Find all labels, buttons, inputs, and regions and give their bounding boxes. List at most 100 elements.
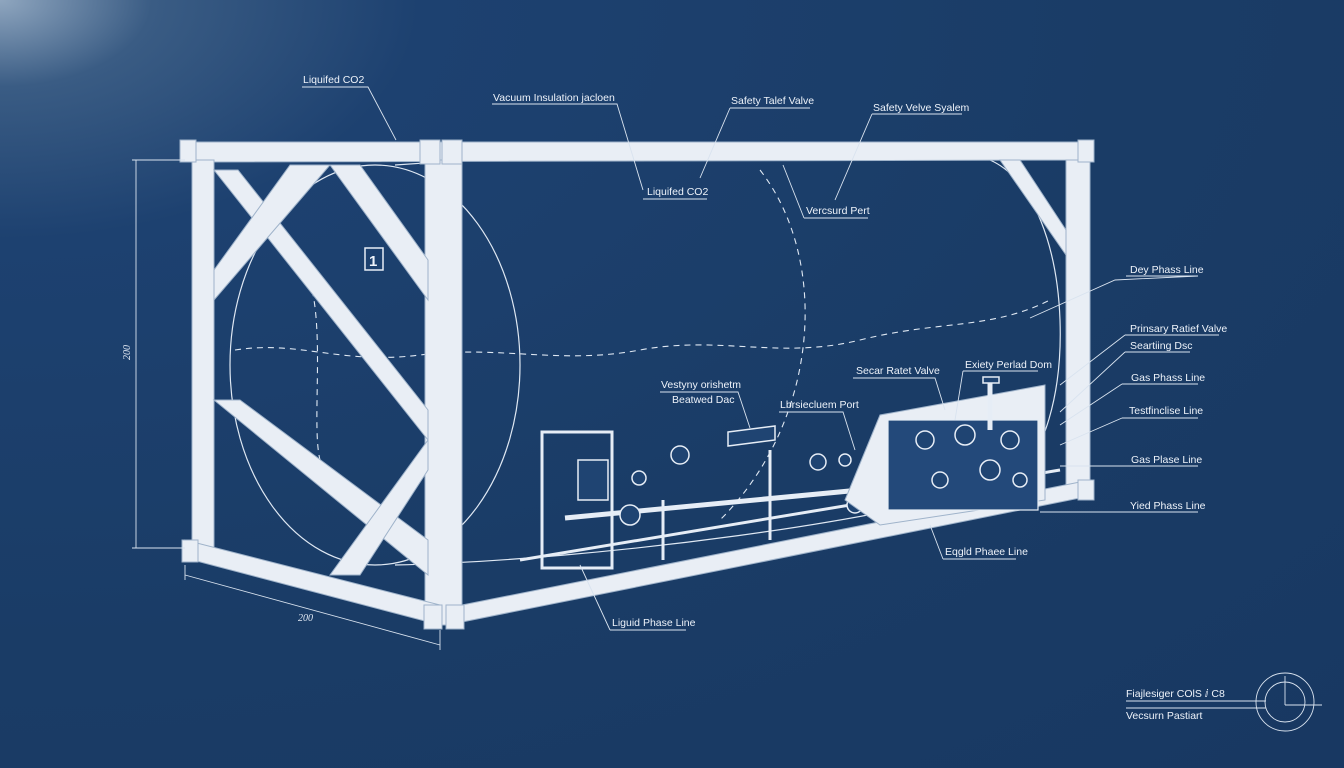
drawing-stroke [660, 391, 751, 429]
callout-vacuum-port-top: Vercsurd Pert [782, 164, 870, 219]
drawing-stroke [419, 139, 441, 165]
drawing-stroke [1059, 417, 1198, 446]
label-text: Seartiing Dsc [1130, 340, 1192, 352]
drawing-stroke [179, 139, 197, 163]
label-text: Lbrsiecluem Port [780, 399, 859, 411]
drawing-stroke [577, 459, 609, 501]
valve-icon [838, 453, 852, 467]
dimension-height: 200 [122, 159, 185, 549]
drawing-stroke [184, 141, 1093, 163]
label-text: 200 [122, 345, 133, 360]
drawing-stroke [329, 438, 429, 576]
label-text: Vecsurn Pastiart [1126, 710, 1203, 722]
callout-liquid-phase-line-bottom: Liguid Phase Line [579, 564, 696, 631]
drawing-stroke [1059, 383, 1198, 426]
drawing-stroke [699, 107, 810, 179]
callout-yield-phase-line: Yied Phass Line [1040, 500, 1206, 513]
drawing-stroke [1059, 334, 1219, 386]
drawing-stroke [1255, 672, 1315, 732]
label-text: Safety Velve Syalem [873, 102, 970, 114]
drawing-stroke [424, 159, 463, 626]
drawing-stroke [441, 139, 463, 165]
drawing-stroke [931, 471, 949, 489]
label-text: Gas Phass Line [1131, 372, 1205, 384]
drawing-stroke [445, 604, 465, 630]
drawing-stroke [540, 430, 614, 570]
drawing-stroke [564, 487, 861, 521]
drawing-stroke [853, 377, 946, 411]
label-text: Safety Talef Valve [731, 95, 814, 107]
bursting-disc [727, 425, 776, 447]
label-text: Dey Phass Line [1130, 264, 1204, 276]
callout-vacuum-port-mid: Lbrsiecluem Port [779, 399, 859, 451]
callout-dry-phase-line: Dey Phass Line [1029, 264, 1204, 319]
callout-vacuum-jacket: Vacuum Insulation jacloen [492, 92, 644, 191]
tank-frame [179, 139, 1095, 630]
drawing-stroke [915, 430, 935, 450]
drawing-stroke [979, 459, 1001, 481]
drawing-stroke [954, 424, 976, 446]
drawing-stroke [364, 247, 384, 271]
label-text: Prinsary Ratief Valve [1130, 323, 1227, 335]
callout-liquid-phase-line-right: Eqgld Phaee Line [929, 524, 1028, 560]
label-text: Liquifed CO2 [647, 186, 708, 198]
drawing-stroke [184, 574, 441, 646]
drawing-stroke [999, 159, 1067, 257]
drawing-stroke [719, 169, 806, 521]
drawing-stroke [492, 103, 644, 191]
tag-marker: 1 [364, 247, 384, 271]
label-text: Fiajlesiger COlS ⅈ C8 [1126, 688, 1225, 700]
drawing-stroke [229, 164, 521, 566]
callouts: Liquifed CO2 Vacuum Insulation jacloen L… [302, 74, 1227, 631]
drawing-stroke [1012, 472, 1028, 488]
label-text: Vacuum Insulation jacloen [493, 92, 615, 104]
drawing-stroke [579, 564, 686, 631]
label-text: Liguid Phase Line [612, 617, 696, 629]
label-text: Exiety Perlad Dom [965, 359, 1052, 371]
drawing-stroke [191, 159, 215, 549]
callout-gas-phase-line-2: Gas Plase Line [1060, 454, 1202, 467]
label-text: Vercsurd Pert [806, 205, 870, 217]
drawing-stroke [619, 504, 641, 526]
drawing-stroke [954, 370, 1038, 421]
label-text: Vestyny orishetm [661, 379, 741, 391]
piping-assembly [519, 376, 1061, 570]
label-text: 1 [369, 253, 377, 270]
callout-primary-relief-valve: Prinsary Ratief Valve [1059, 323, 1227, 386]
pressure-gauge-icon [631, 470, 647, 486]
label-text: Yied Phass Line [1130, 500, 1206, 512]
drawing-stroke [1029, 275, 1199, 319]
callout-safety-relief-valve: Safety Talef Valve [699, 95, 814, 179]
drawing-stroke [1077, 139, 1095, 163]
callout-gas-phase-line-1: Gas Phass Line [1059, 372, 1205, 426]
drawing-stroke [929, 524, 1016, 560]
label-text: Liquifed CO2 [303, 74, 364, 86]
drawing-stroke [1000, 430, 1020, 450]
dimension-length: 200 [184, 565, 441, 650]
callout-liquified-co2-top: Liquifed CO2 [302, 74, 397, 141]
label-text: 200 [298, 613, 313, 624]
callout-safety-valve-system: Safety Velve Syalem [834, 102, 970, 201]
callout-vessel-insulation: Vestyny orishetm [660, 379, 751, 429]
drawing-stroke [423, 604, 443, 630]
compass-seal-icon [1255, 672, 1322, 732]
label-text: Beatwed Dac [672, 394, 734, 406]
drawing-stroke [779, 411, 856, 451]
pressure-gauge-icon [670, 445, 690, 465]
drawing-stroke [1077, 479, 1095, 501]
drawing-stroke [181, 539, 199, 563]
drawing-stroke [1065, 159, 1091, 493]
label-text: Testfinclise Line [1129, 405, 1203, 417]
callout-test-line: Testfinclise Line [1059, 405, 1203, 446]
callout-bursting-disc: Seartiing Dsc [1059, 340, 1192, 413]
drawing-stroke [302, 86, 397, 141]
drawing-stroke [213, 164, 332, 302]
drawing-stroke [834, 113, 962, 201]
title-block: Fiajlesiger COlS ⅈ C8 Vecsurn Pastiart [1126, 672, 1322, 732]
drawing-stroke [299, 259, 321, 461]
label-text: Gas Plase Line [1131, 454, 1202, 466]
callout-safety-relief-dom: Exiety Perlad Dom [954, 359, 1052, 421]
callout-liquified-co2-mid: Liquifed CO2 [643, 186, 708, 200]
